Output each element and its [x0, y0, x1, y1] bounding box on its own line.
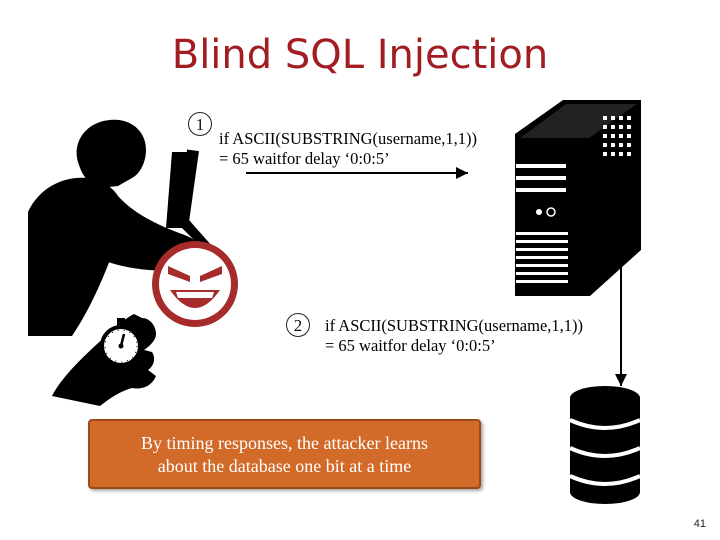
step-2-query: if ASCII(SUBSTRING(username,1,1)) = 65 w…: [325, 316, 583, 356]
step-1-query-line-1: if ASCII(SUBSTRING(username,1,1)): [219, 129, 478, 148]
step-2-query-line-1: if ASCII(SUBSTRING(username,1,1)): [325, 316, 584, 335]
server-tower-icon: [515, 100, 641, 296]
page-number: 41: [693, 518, 706, 530]
stopwatch-hand-icon: [52, 314, 156, 406]
hacker-silhouette-icon: [28, 119, 212, 336]
step-2-query-line-2: = 65 waitfor delay ‘0:0:5’: [325, 336, 496, 355]
step-2-badge: 2: [286, 313, 310, 337]
callout-line-1: By timing responses, the attacker learns: [141, 433, 428, 453]
step-1-query-line-2: = 65 waitfor delay ‘0:0:5’: [219, 149, 390, 168]
database-icon: [569, 386, 641, 504]
timing-callout: By timing responses, the attacker learns…: [88, 419, 481, 489]
evil-face-icon: [152, 241, 238, 327]
step-1-query: if ASCII(SUBSTRING(username,1,1)) = 65 w…: [219, 129, 477, 169]
step-1-badge: 1: [188, 112, 212, 136]
callout-line-2: about the database one bit at a time: [157, 456, 412, 476]
slide-title: Blind SQL Injection: [171, 32, 549, 78]
